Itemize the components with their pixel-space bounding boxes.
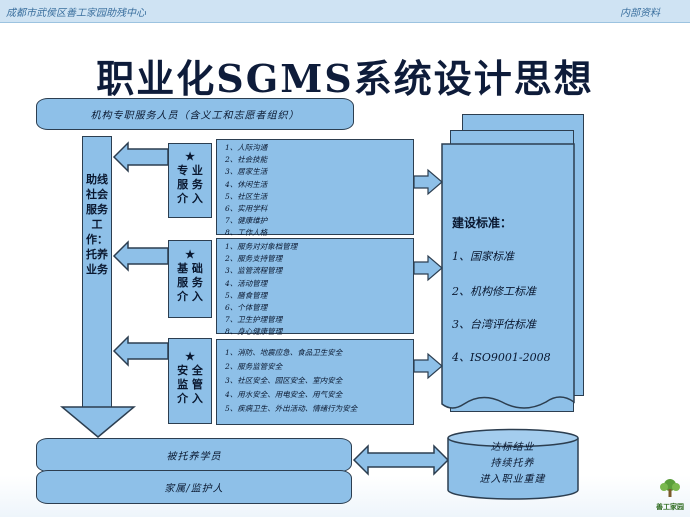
double-arrow <box>352 444 450 476</box>
basic-list: 1、服务对对象档管理 2、服务支持管理 3、监管流程管理 4、活动管理 5、膳食… <box>216 238 414 336</box>
shaft-arrow-head <box>60 406 136 438</box>
result-text: 达标结业 持续托养 进入职业重建 <box>450 440 575 488</box>
header-bar <box>0 0 690 23</box>
result-line: 持续托养 <box>490 458 535 469</box>
list-item: 6、实用学科 <box>225 204 268 214</box>
list-item: 1、服务对对象档管理 <box>225 242 298 251</box>
service-shaft <box>82 136 112 412</box>
list-item: 5、膳食管理 <box>225 290 268 300</box>
list-item: 3、监管流程管理 <box>225 266 283 276</box>
category-label-safety: ★ 安 全 监 管 介 入 <box>177 350 203 405</box>
arrow-left-2 <box>112 240 169 272</box>
category-box-professional <box>168 143 212 218</box>
list-item: 1、消防、地震应急、食品卫生安全 <box>225 348 343 357</box>
category-label-basic: ★ 基 础 服 务 介 入 <box>177 248 203 303</box>
result-line: 达标结业 <box>490 442 535 453</box>
standard-item: 2、机构修工标准 <box>452 285 536 298</box>
trainee-bar-label: 被托养学员 <box>166 451 222 463</box>
category-box-basic <box>168 240 212 318</box>
logo-text: 善工家园 <box>656 503 684 511</box>
guardian-bar-label: 家属/监护人 <box>164 483 224 495</box>
standards-title: 建设标准： <box>452 216 513 230</box>
shaft-text: 助线社会服务工作：托养业务 <box>86 173 108 276</box>
header-org: 成都市武侯区善工家园助残中心 <box>6 8 146 19</box>
list-item: 8、工作人格 <box>225 228 268 238</box>
guardian-bar: 家属/监护人 <box>36 470 352 504</box>
list-item: 2、服务支持管理 <box>225 254 283 264</box>
tree-icon <box>660 479 680 497</box>
list-item: 7、健康维护 <box>225 216 268 226</box>
standard-item: 4、ISO9001-2008 <box>452 351 551 364</box>
list-item: 6、个体管理 <box>225 303 268 313</box>
category-label-professional: ★ 专 业 服 务 介 入 <box>177 150 203 205</box>
arrow-left-3 <box>112 335 169 367</box>
staff-bar-label: 机构专职服务人员（含义工和志愿者组织） <box>90 110 300 122</box>
list-item: 4、休闲生活 <box>225 179 268 189</box>
staff-bar: 机构专职服务人员（含义工和志愿者组织） <box>36 98 354 130</box>
document-page-front <box>413 143 575 409</box>
org-logo: 善工家园 <box>654 478 686 512</box>
list-item: 8、身心健康管理 <box>225 327 283 337</box>
result-line: 进入职业重建 <box>479 474 546 485</box>
category-box-safety <box>168 338 212 424</box>
safety-list: 1、消防、地震应急、食品卫生安全 2、服务监管安全 3、社区安全、园区安全、室内… <box>216 339 414 425</box>
list-item: 7、卫生护理管理 <box>225 315 283 325</box>
list-item: 2、服务监管安全 <box>225 362 283 371</box>
list-item: 3、居家生活 <box>225 167 268 177</box>
list-item: 4、用水安全、用电安全、用气安全 <box>225 390 343 399</box>
list-item: 5、疾病卫生、外出活动、情绪行为安全 <box>225 404 358 413</box>
list-item: 4、活动管理 <box>225 278 268 288</box>
list-item: 3、社区安全、园区安全、室内安全 <box>225 376 343 385</box>
result-cylinder <box>447 428 579 500</box>
list-item: 1、人际沟通 <box>225 143 268 152</box>
list-item: 2、社会技能 <box>225 155 268 165</box>
standard-item: 1、国家标准 <box>452 250 514 263</box>
standard-item: 3、台湾评估标准 <box>452 318 536 331</box>
arrow-left-1 <box>112 141 169 173</box>
trainee-bar: 被托养学员 <box>36 438 352 472</box>
professional-list: 1、人际沟通 2、社会技能 3、居家生活 4、休闲生活 5、社区生活 6、实用学… <box>216 139 414 237</box>
slide-title: 职业化SGMS系统设计思想 <box>96 56 594 101</box>
header-label: 内部资料 <box>620 8 660 19</box>
list-item: 5、社区生活 <box>225 191 268 201</box>
